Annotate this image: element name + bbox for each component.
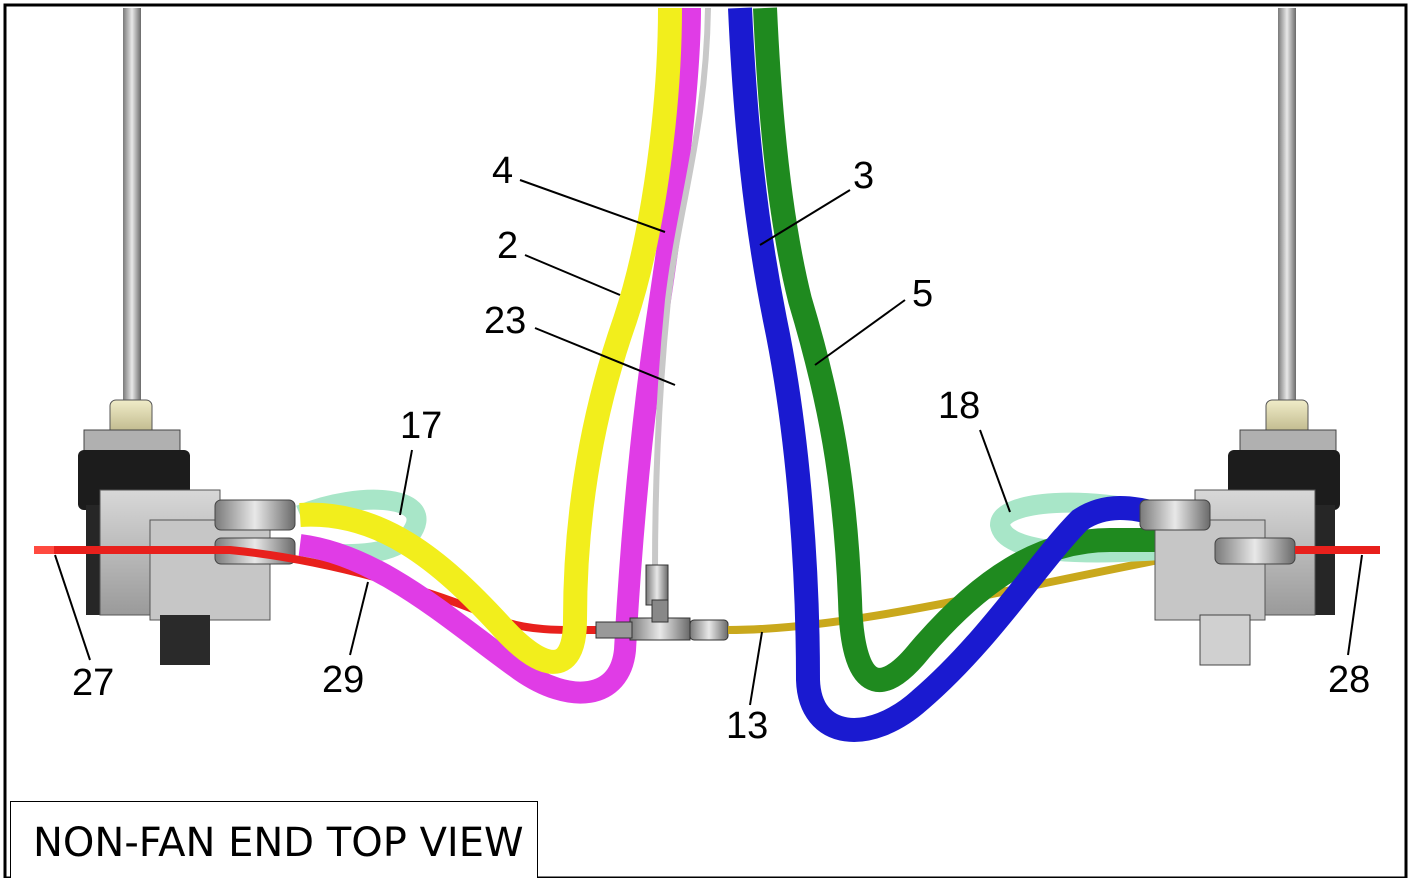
callout-27: 27: [72, 662, 114, 704]
right-plate: [1239, 429, 1337, 453]
caption-box: NON-FAN END TOP VIEW: [10, 801, 538, 878]
right-manifold: [1154, 519, 1266, 621]
callout-4: 4: [492, 150, 513, 192]
callout-2: 2: [497, 225, 518, 267]
blue-hose: [728, 7, 1168, 742]
gold-tube: [727, 544, 1221, 634]
tee-fitting: [595, 564, 729, 641]
callout-28: 28: [1328, 659, 1370, 701]
left-plate: [83, 429, 181, 453]
callout-18: 18: [938, 385, 980, 427]
left-manifold: [149, 519, 271, 621]
red-tube-end-left: [34, 546, 54, 554]
magenta-hose: [298, 7, 701, 704]
green-hose: [753, 7, 1160, 692]
callout-5: 5: [912, 273, 933, 315]
left-fitting-upper: [214, 499, 296, 531]
left-actuator-assembly: [78, 8, 296, 665]
silver-tube: [652, 7, 711, 571]
right-actuator-assembly: [1139, 8, 1380, 666]
right-solenoid: [1199, 614, 1251, 666]
view-caption: NON-FAN END TOP VIEW: [33, 820, 524, 866]
right-fitting-upper: [1139, 499, 1211, 531]
callout-23: 23: [484, 300, 526, 342]
right-rod: [1278, 8, 1296, 408]
outer-border: [3, 3, 1408, 878]
callout-17: 17: [400, 405, 442, 447]
callout-29: 29: [322, 659, 364, 701]
right-fitting-lower: [1214, 537, 1296, 565]
yellow-hose: [299, 7, 682, 674]
leader-lines: [54, 179, 1363, 706]
callout-13: 13: [726, 705, 768, 747]
left-rod: [123, 8, 141, 408]
left-solenoid: [160, 615, 210, 665]
callout-3: 3: [853, 155, 874, 197]
